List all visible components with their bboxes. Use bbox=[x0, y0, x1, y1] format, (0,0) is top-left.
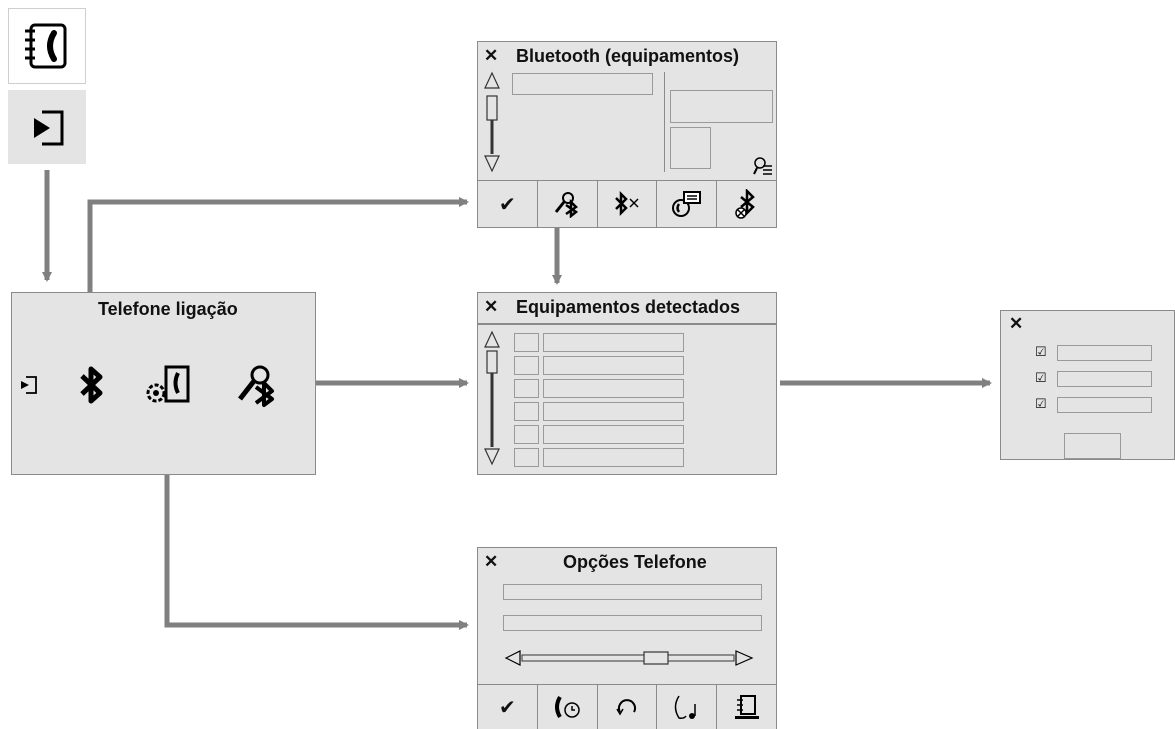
telefone-ligacao-panel: Telefone ligação bbox=[11, 292, 316, 475]
list-item-box[interactable] bbox=[514, 333, 539, 352]
contact-card-icon bbox=[671, 191, 701, 217]
disconnect-bluetooth-button[interactable] bbox=[598, 181, 658, 227]
list-item-box[interactable] bbox=[514, 379, 539, 398]
search-bluetooth-icon bbox=[555, 192, 579, 218]
arrow-settings-to-options bbox=[164, 422, 469, 630]
list-item[interactable] bbox=[543, 402, 684, 421]
profile-field bbox=[1057, 345, 1152, 361]
bluetooth-delete-icon bbox=[734, 189, 755, 219]
list-item-box[interactable] bbox=[514, 402, 539, 421]
bluetooth-disconnect-icon bbox=[615, 190, 639, 217]
call-history-button[interactable] bbox=[538, 685, 598, 729]
opcoes-telefone-panel: ✕ Opções Telefone ✔ bbox=[477, 547, 777, 729]
bluetooth-equipamentos-panel: ✕ Bluetooth (equipamentos) ✔ bbox=[477, 41, 777, 228]
settings-phone-icon[interactable] bbox=[142, 361, 198, 411]
delete-bluetooth-button[interactable] bbox=[717, 181, 776, 227]
close-icon[interactable]: ✕ bbox=[484, 552, 499, 571]
confirm-button[interactable]: ✔ bbox=[478, 181, 538, 227]
close-icon[interactable]: ✕ bbox=[484, 297, 499, 316]
refresh-icon bbox=[616, 699, 636, 716]
list-item[interactable] bbox=[543, 448, 684, 467]
scrollbar[interactable] bbox=[482, 329, 502, 469]
checkbox-icon[interactable]: ☑ bbox=[1035, 344, 1047, 359]
exit-button-top[interactable] bbox=[8, 90, 86, 164]
search-bluetooth-button[interactable] bbox=[538, 181, 598, 227]
scrollbar[interactable] bbox=[482, 70, 502, 180]
confirm-button[interactable]: ✔ bbox=[478, 685, 538, 729]
list-item-box[interactable] bbox=[514, 448, 539, 467]
list-item[interactable] bbox=[543, 425, 684, 444]
close-icon[interactable]: ✕ bbox=[484, 46, 499, 65]
close-icon[interactable]: ✕ bbox=[1009, 314, 1024, 333]
bluetooth-toolbar: ✔ bbox=[478, 180, 776, 227]
exit-icon bbox=[34, 110, 64, 146]
divider bbox=[664, 72, 665, 172]
phone-book-button[interactable] bbox=[717, 685, 776, 729]
device-field[interactable] bbox=[512, 73, 653, 95]
list-item-box[interactable] bbox=[514, 356, 539, 375]
panel-title: Bluetooth (equipamentos) bbox=[516, 46, 739, 66]
call-history-icon bbox=[555, 695, 580, 719]
option-field[interactable] bbox=[503, 615, 762, 631]
volume-slider[interactable] bbox=[504, 648, 764, 668]
image-field bbox=[670, 127, 711, 169]
panel-title: Opções Telefone bbox=[563, 552, 707, 572]
confirm-button[interactable] bbox=[1064, 433, 1121, 459]
phone-book-button[interactable] bbox=[8, 8, 86, 84]
options-toolbar: ✔ bbox=[478, 684, 776, 729]
checkbox-icon[interactable]: ☑ bbox=[1035, 370, 1047, 385]
checkbox-icon[interactable]: ☑ bbox=[1035, 396, 1047, 411]
profile-field bbox=[1057, 397, 1152, 413]
list-item[interactable] bbox=[543, 333, 684, 352]
exit-icon[interactable] bbox=[18, 373, 42, 397]
panel-title: Telefone ligação bbox=[98, 299, 238, 319]
equipamentos-detectados-panel: ✕ Equipamentos detectados bbox=[477, 292, 777, 475]
ringtone-icon bbox=[674, 695, 696, 719]
phone-book-icon bbox=[25, 23, 67, 69]
list-item[interactable] bbox=[543, 379, 684, 398]
info-field bbox=[670, 90, 773, 123]
details-icon[interactable] bbox=[752, 156, 774, 176]
title-divider bbox=[478, 323, 776, 325]
list-item[interactable] bbox=[543, 356, 684, 375]
contact-card-button[interactable] bbox=[657, 181, 718, 227]
check-icon: ✔ bbox=[499, 696, 516, 719]
panel-title: Equipamentos detectados bbox=[516, 297, 741, 317]
profile-field bbox=[1057, 371, 1152, 387]
check-icon: ✔ bbox=[499, 193, 516, 216]
refresh-button[interactable] bbox=[598, 685, 658, 729]
phone-book-icon bbox=[734, 695, 759, 719]
search-bluetooth-icon[interactable] bbox=[234, 363, 282, 409]
bluetooth-icon[interactable] bbox=[76, 365, 106, 405]
list-item-box[interactable] bbox=[514, 425, 539, 444]
option-field[interactable] bbox=[503, 584, 762, 600]
ringtone-button[interactable] bbox=[657, 685, 718, 729]
profile-selection-panel: ✕ ☑ ☑ ☑ bbox=[1000, 310, 1175, 460]
